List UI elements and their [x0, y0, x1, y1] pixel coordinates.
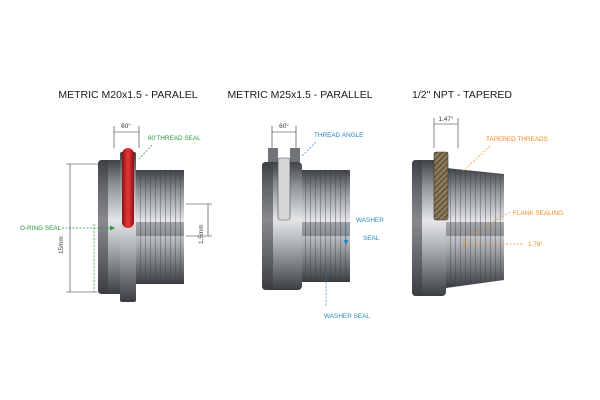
angle-label-m20: 60° — [121, 122, 131, 130]
title-m25: METRIC M25x1.5 - PARALLEL — [227, 89, 372, 101]
washer-seal-bottom-label: WASHER SEAL — [324, 313, 370, 320]
fitting-m25: METRIC M25x1.5 - PARALLEL 60° THREAD ANG… — [227, 89, 384, 320]
fitting-npt: 1/2" NPT - TAPERED 1.47° TAPERED THREADS… — [412, 89, 563, 296]
fitting-m20: METRIC M20x1.5 - PARALEL 60° 60'THREAD S… — [20, 89, 212, 302]
thread-sealant — [433, 151, 449, 221]
oring — [122, 148, 134, 228]
washer-seal-side-label-2: SEAL — [363, 235, 380, 242]
oring-seal-label: O-RING SEAL — [20, 225, 62, 232]
title-m20: METRIC M20x1.5 - PARALEL — [58, 89, 197, 101]
dimension-label-npt: 1.78° — [528, 240, 543, 248]
washer-seal-side-label-1: WASHER — [356, 217, 384, 224]
angle-label-npt: 1.47° — [439, 115, 454, 123]
flank-sealing-label: FLANK SEALING — [513, 210, 563, 217]
height-left-label: 15mm — [58, 236, 65, 254]
washer — [277, 157, 291, 221]
thread-seal-label: 60'THREAD SEAL — [148, 135, 201, 142]
height-right-label: 1.5mm — [198, 224, 205, 244]
thread-angle-label: THREAD ANGLE — [314, 132, 363, 139]
tapered-threads-label: TAPERED THREADS — [486, 136, 548, 143]
title-npt: 1/2" NPT - TAPERED — [412, 89, 512, 101]
angle-label-m25: 60° — [279, 122, 289, 130]
